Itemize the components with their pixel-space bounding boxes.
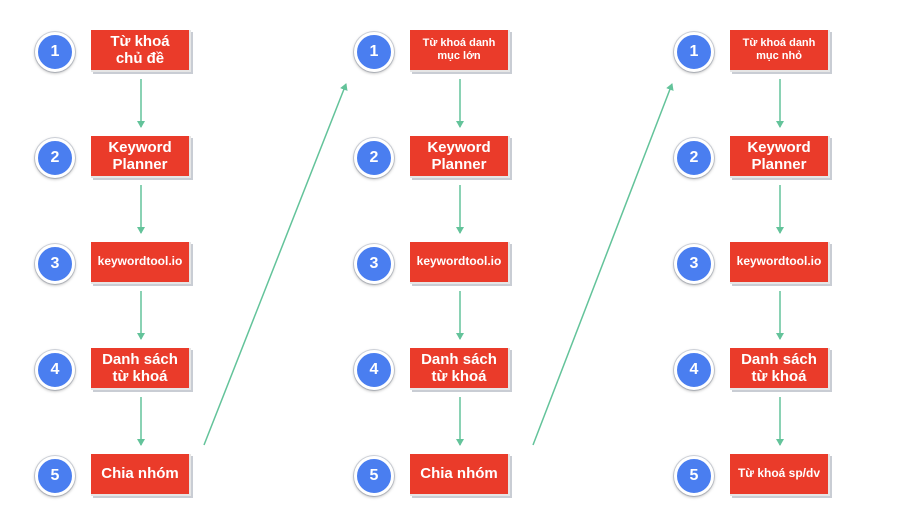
col3-step5-box: Từ khoá sp/dv — [730, 454, 830, 496]
col1-step4-number: 4 — [35, 350, 75, 390]
col1-step5-number: 5 — [35, 456, 75, 496]
col2-step4-number: 4 — [354, 350, 394, 390]
col1-step3-box: keywordtool.io — [91, 242, 191, 284]
col2-step5-number: 5 — [354, 456, 394, 496]
col3-step3-box: keywordtool.io — [730, 242, 830, 284]
col3-step5-number: 5 — [674, 456, 714, 496]
col3-step3-number: 3 — [674, 244, 714, 284]
col1-step1-number: 1 — [35, 32, 75, 72]
col1-step5-box: Chia nhóm — [91, 454, 191, 496]
col1-step2-number: 2 — [35, 138, 75, 178]
col2-step3-number: 3 — [354, 244, 394, 284]
cross-arrow-col1-to-col2 — [203, 83, 348, 446]
col2-step3-box: keywordtool.io — [410, 242, 510, 284]
col3-step4-number: 4 — [674, 350, 714, 390]
col2-step1-number: 1 — [354, 32, 394, 72]
col3-step1-number: 1 — [674, 32, 714, 72]
col2-step5-box: Chia nhóm — [410, 454, 510, 496]
cross-arrow-col2-to-col3 — [532, 83, 674, 446]
col3-step2-number: 2 — [674, 138, 714, 178]
col1-step3-number: 3 — [35, 244, 75, 284]
col2-step2-number: 2 — [354, 138, 394, 178]
